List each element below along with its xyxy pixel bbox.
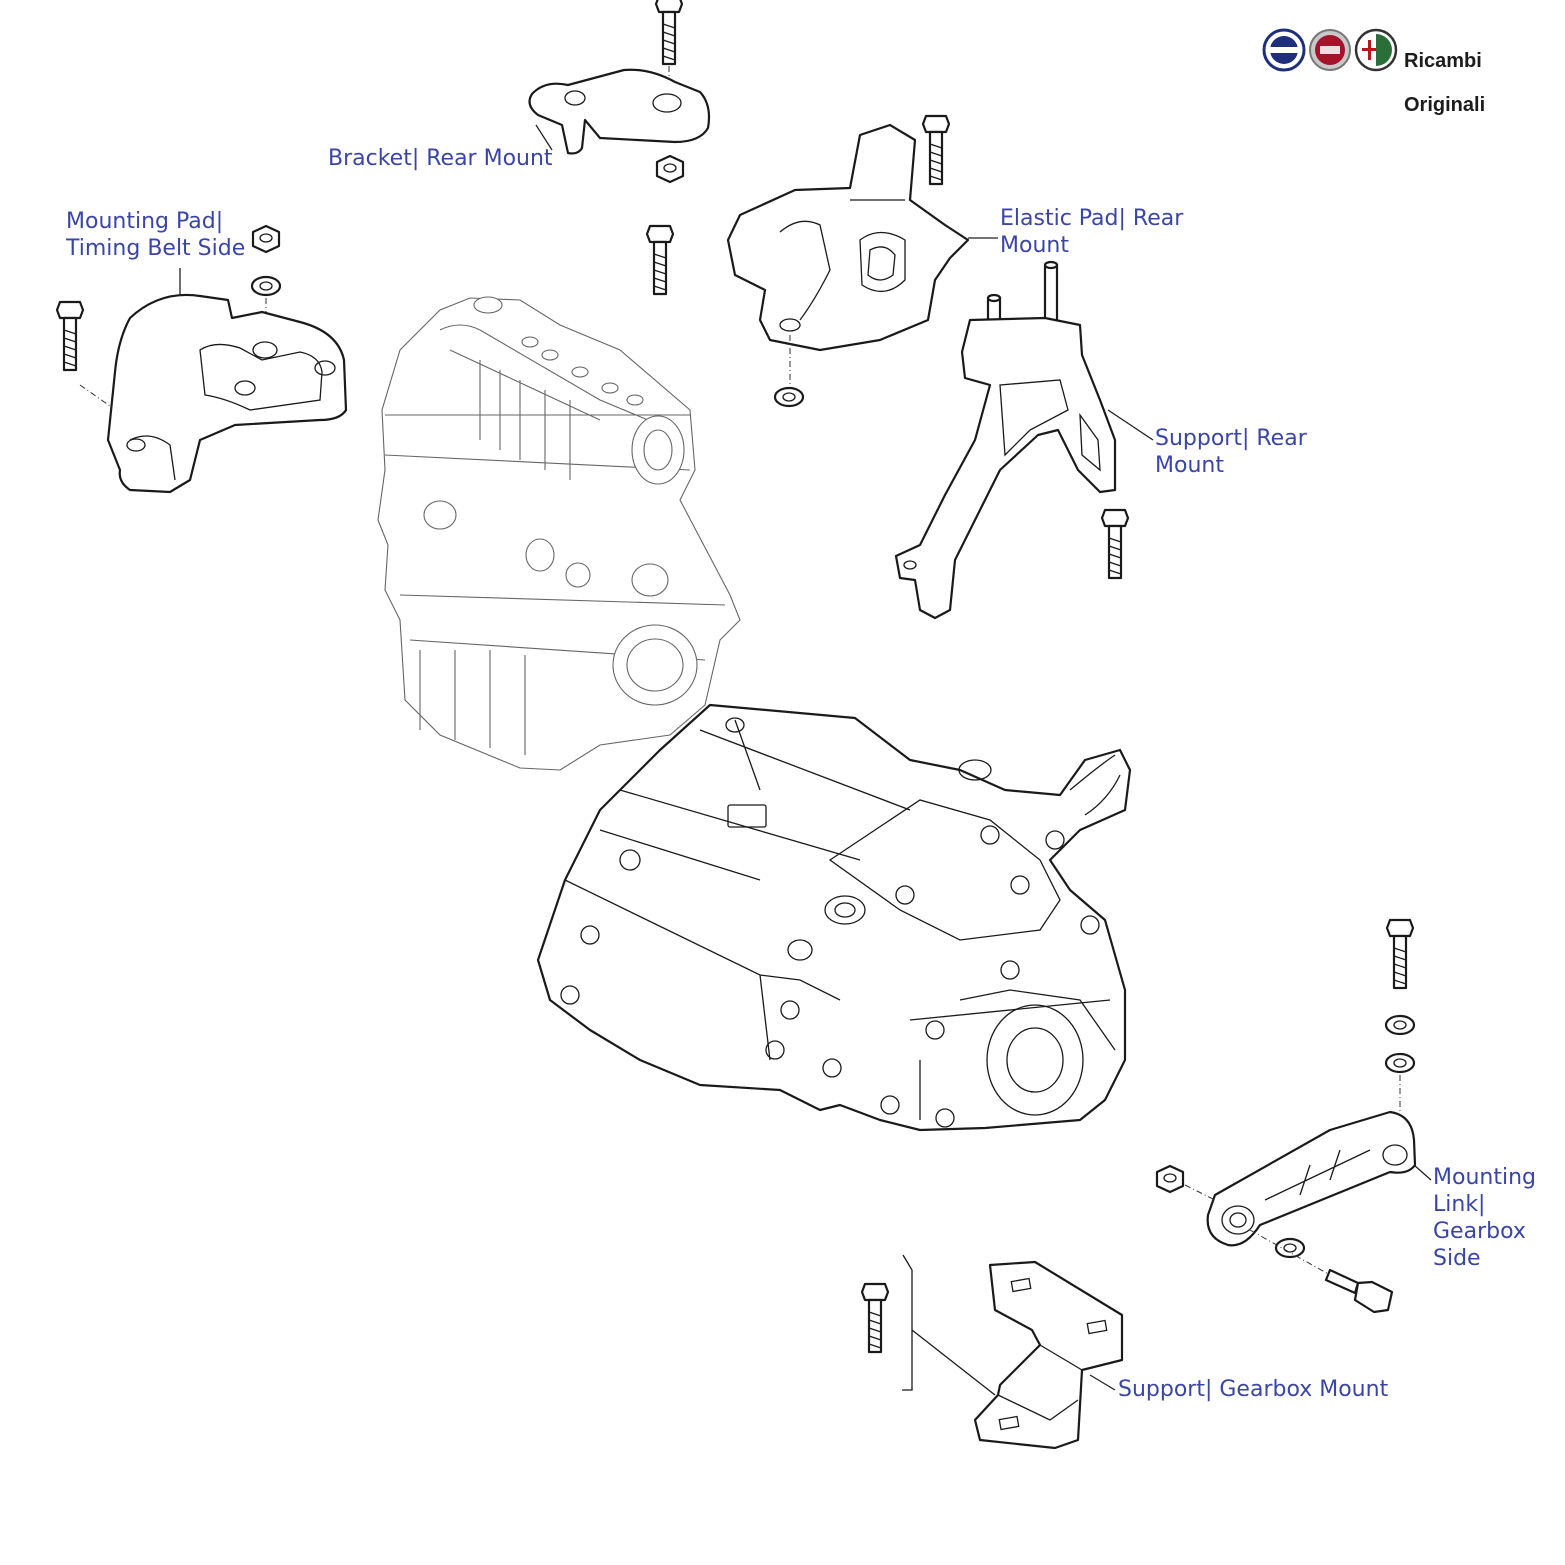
label-mounting-link-gearbox-side: Mounting Link| Gearbox Side [1433, 1165, 1536, 1271]
support-gearbox-bolt [860, 1282, 890, 1354]
bracket-top-bolt [654, 0, 684, 66]
bracket-lower-bolt [645, 224, 675, 296]
link-nut [1155, 1164, 1185, 1194]
brand-line-2: Originali [1404, 94, 1486, 116]
fiat-logo-icon [1309, 29, 1351, 71]
label-bracket-rear-mount: Bracket| Rear Mount [328, 146, 553, 171]
label-elastic-pad-rear-mount: Elastic Pad| Rear Mount [1000, 206, 1184, 258]
link-washer-2 [1384, 1052, 1416, 1074]
pad-top-nut [251, 224, 281, 254]
label-support-rear-mount: Support| Rear Mount [1155, 426, 1307, 478]
support-gearbox-mount [860, 1254, 1124, 1450]
pad-top-washer [250, 275, 282, 297]
elastic-pad-rear-mount [726, 114, 998, 408]
elastic-pad-bolt [921, 114, 951, 186]
alfa-romeo-logo-icon [1354, 28, 1398, 72]
label-support-gearbox-mount: Support| Gearbox Mount [1118, 1377, 1389, 1402]
support-rear-mount [894, 260, 1154, 620]
brand-text: Ricambi Originali [1404, 28, 1485, 116]
brand-line-1: Ricambi [1404, 50, 1482, 72]
pad-side-bolt [55, 300, 85, 372]
link-bolt-washer [1274, 1237, 1306, 1259]
brand-block: Ricambi Originali [1262, 28, 1502, 116]
bracket-nut [655, 154, 685, 184]
label-mounting-pad-timing-belt-side: Mounting Pad| Timing Belt Side [66, 209, 246, 261]
link-washer-1 [1384, 1014, 1416, 1036]
elastic-pad-washer [773, 386, 805, 408]
engine-block [377, 296, 741, 771]
mounting-pad-timing-belt-side [55, 224, 348, 494]
link-top-bolt [1385, 918, 1415, 990]
lancia-logo-icon [1262, 28, 1306, 72]
mounting-link-gearbox-side [1155, 918, 1432, 1314]
support-rear-bolt [1100, 508, 1130, 580]
gearbox [536, 703, 1132, 1132]
bracket-rear-mount [528, 0, 711, 296]
